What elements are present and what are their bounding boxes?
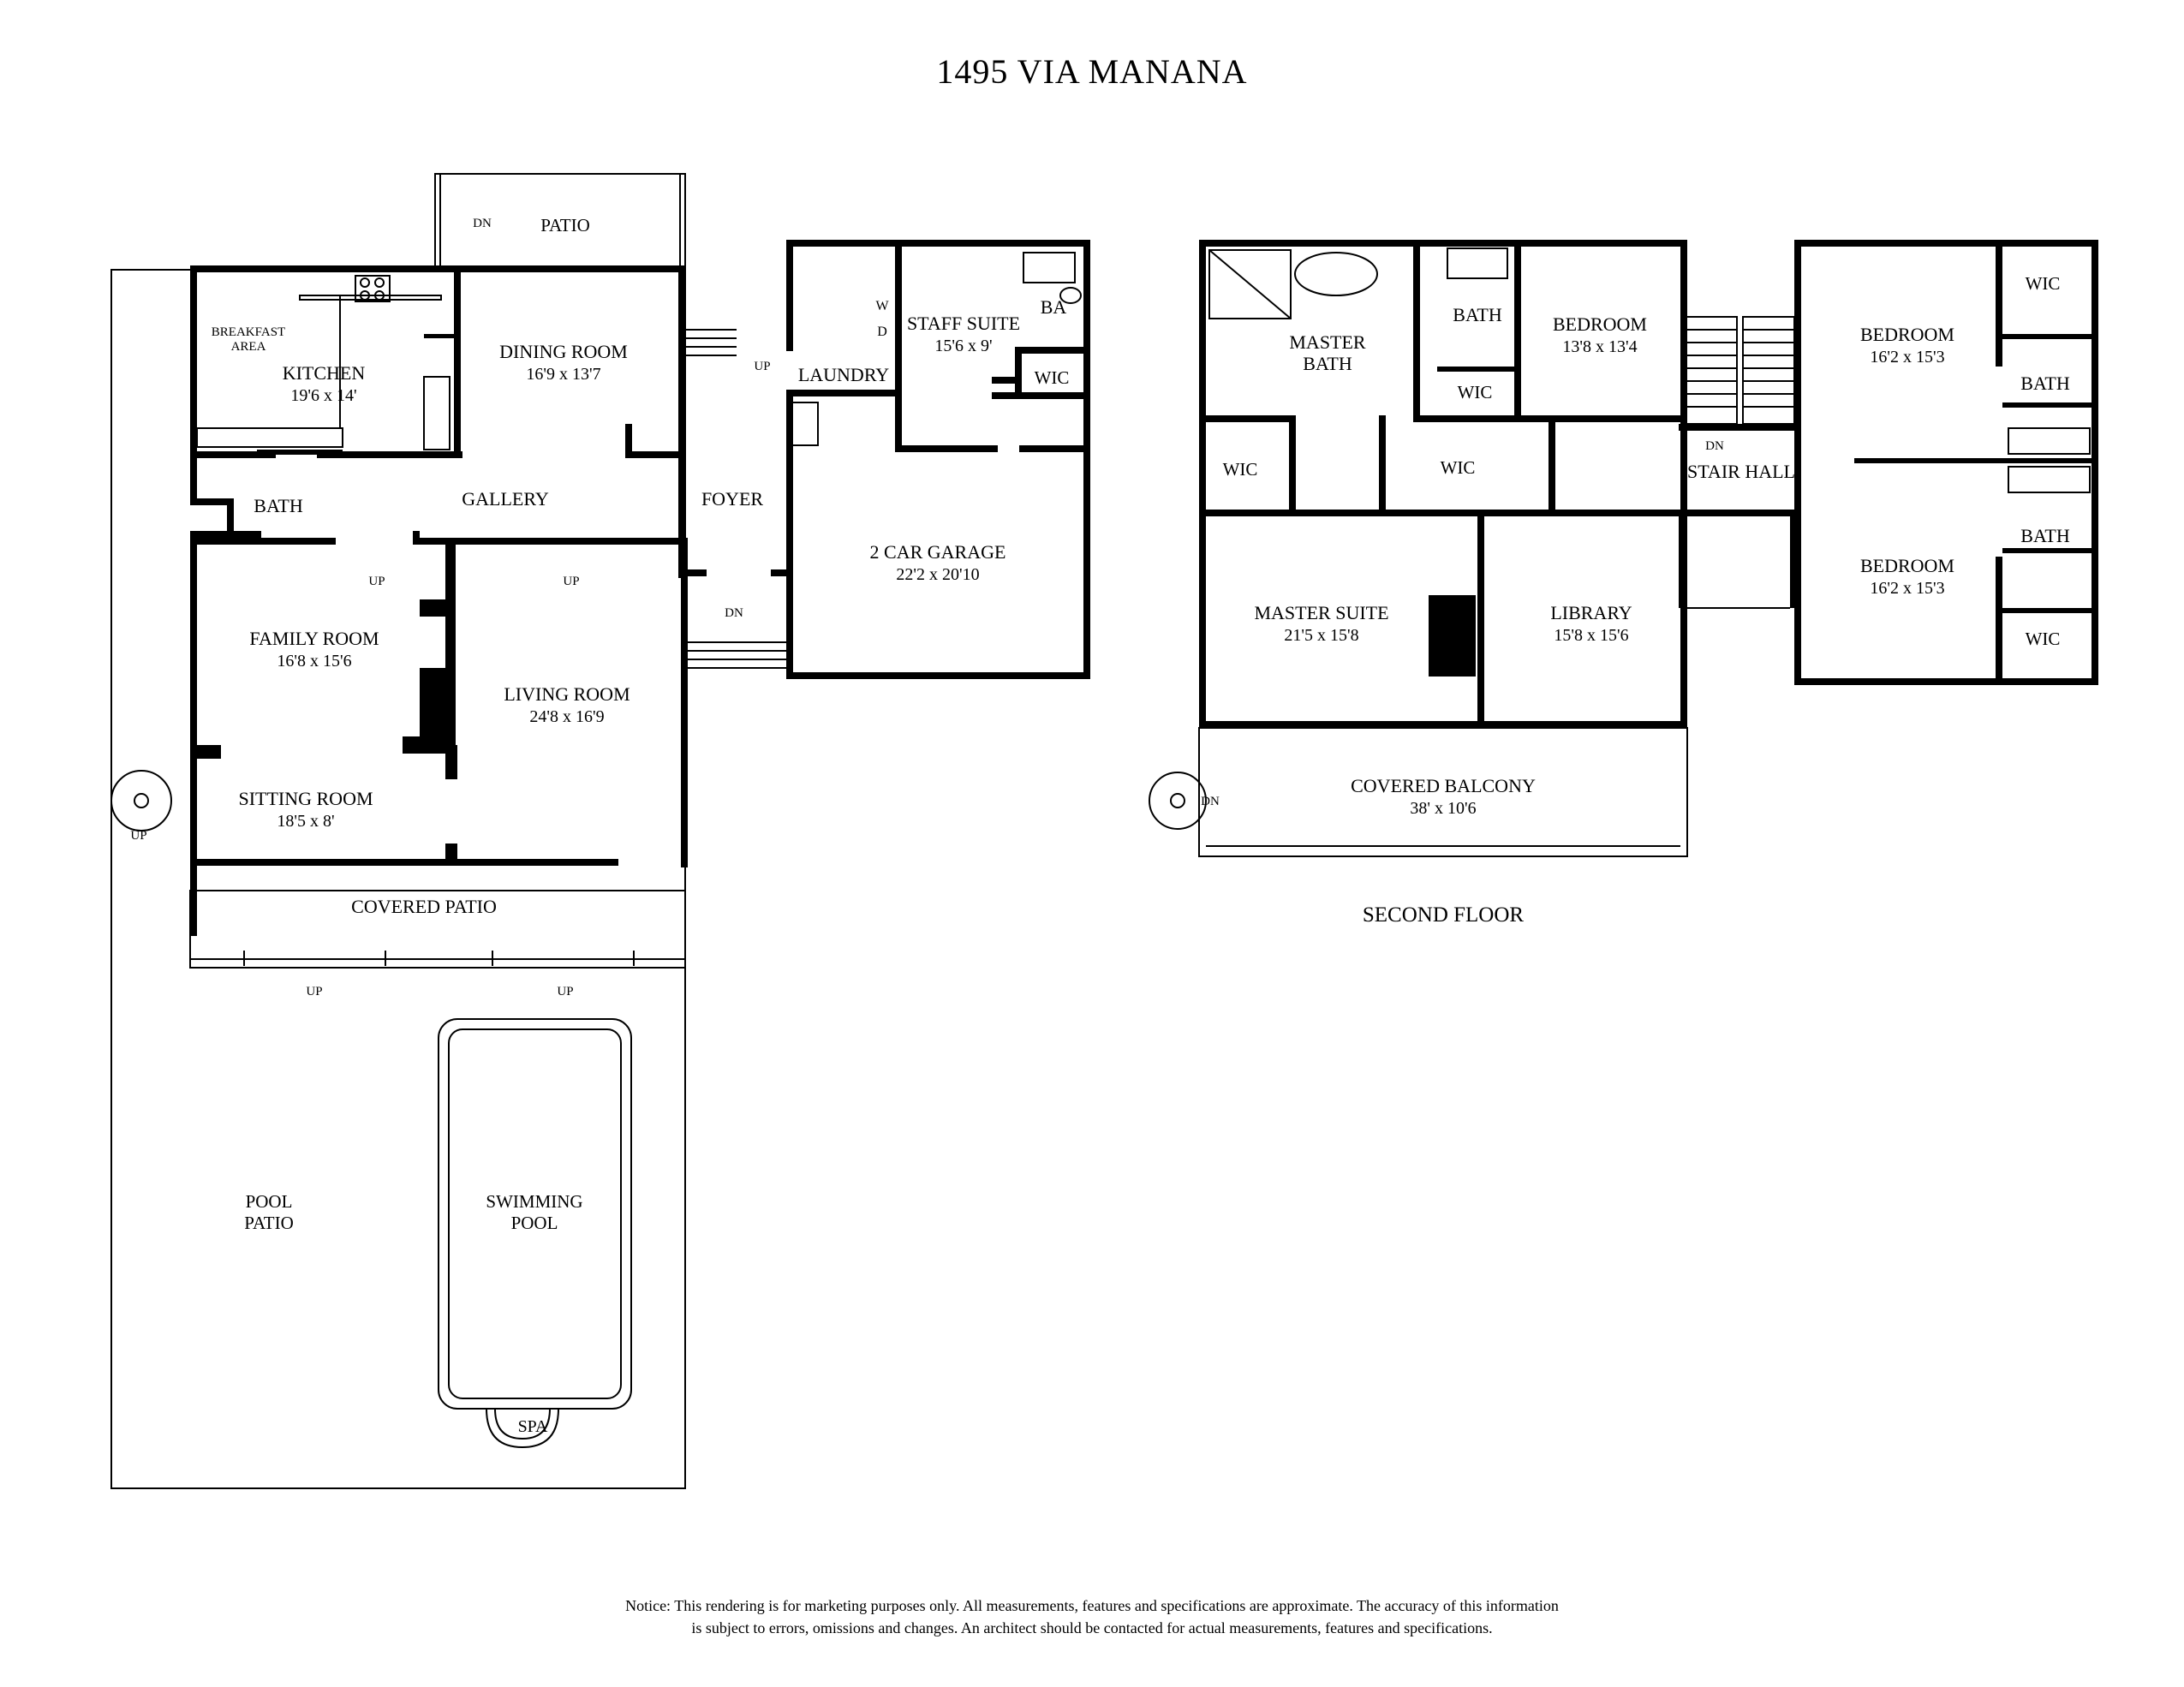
label-second-floor: SECOND FLOOR [1363,903,1525,927]
label-garage: 2 CAR GARAGE [870,541,1006,563]
label-bath-sf: BATH [1453,304,1502,325]
label-up-spiral: UP [130,829,146,843]
label-living-room: LIVING ROOM [504,683,630,705]
label-sitting-dims: 18'5 x 8' [277,812,334,831]
label-master-suite: MASTER SUITE [1254,602,1388,623]
label-stair-hall: STAIR HALL [1687,461,1795,482]
label-wic-sf-1: WIC [1458,382,1493,402]
plan-title: 1495 VIA MANANA [936,52,1248,91]
stair-hall-stairs [1685,316,1795,609]
label-master-suite-dims: 21'5 x 15'8 [1284,626,1358,645]
label-gallery: GALLERY [462,488,549,510]
disclaimer-line-1: Notice: This rendering is for marketing … [625,1597,1559,1614]
label-living-dims: 24'8 x 16'9 [529,707,604,726]
label-covered-balcony-dims: 38' x 10'6 [1410,799,1476,818]
covered-balcony-outline [1198,727,1688,857]
label-bedroom-1-dims: 13'8 x 13'4 [1562,337,1637,356]
label-garage-dims: 22'2 x 20'10 [896,565,979,584]
spiral-stair-2 [1149,772,1207,830]
top-patio-outline [434,173,686,270]
label-bath-sf-2: BATH [2020,373,2070,394]
label-washer: W [875,299,889,313]
disclaimer-notice: Notice: This rendering is for marketing … [0,1595,2184,1639]
label-up-patio-1: UP [306,985,322,998]
label-bedroom-3-dims: 16'2 x 15'3 [1870,579,1944,598]
label-dn-foyer: DN [725,606,743,620]
covered-patio-outline [189,890,686,969]
second-floor-walls [1199,240,2098,728]
spa-outline [486,1408,559,1449]
label-bath-first: BATH [254,495,303,516]
label-bath-sf-3: BATH [2020,525,2070,546]
label-dining-dims: 16'9 x 13'7 [526,365,600,384]
label-up-living: UP [563,575,579,588]
label-covered-patio: COVERED PATIO [351,896,497,917]
label-bedroom-2: BEDROOM [1860,324,1954,345]
label-library-dims: 15'8 x 15'6 [1554,626,1628,645]
label-wic-sf-4: WIC [2026,273,2061,294]
label-kitchen: KITCHEN [283,362,366,384]
label-pool-patio-2: PATIO [244,1213,294,1233]
label-dryer: D [877,325,887,339]
label-patio-top: PATIO [540,215,590,235]
label-dn-stair: DN [1705,439,1724,453]
spiral-stair [110,770,172,832]
label-covered-balcony: COVERED BALCONY [1351,775,1536,796]
label-sitting-room: SITTING ROOM [238,788,373,809]
label-pool-2: POOL [511,1213,558,1233]
label-family-room: FAMILY ROOM [249,628,379,649]
label-dn-balcony: DN [1201,795,1220,808]
label-wic-sf-3: WIC [1441,457,1476,478]
label-wic-sf-5: WIC [2026,629,2061,649]
label-staff-suite: STAFF SUITE [907,313,1020,334]
label-up-patio-2: UP [557,985,573,998]
label-pool-patio-1: POOL [246,1191,293,1212]
label-dining-room: DINING ROOM [499,341,628,362]
label-foyer: FOYER [701,488,763,510]
second-floor [1149,240,2098,857]
label-staff-wic: WIC [1035,367,1070,388]
label-bedroom-2-dims: 16'2 x 15'3 [1870,348,1944,367]
label-wic-sf-2: WIC [1223,459,1258,480]
label-breakfast-2: AREA [231,340,266,354]
label-laundry: LAUNDRY [798,364,889,385]
label-bedroom-3: BEDROOM [1860,555,1954,576]
label-spa: SPA [518,1417,548,1436]
label-master-bath-1: MASTER [1289,331,1366,353]
label-family-dims: 16'8 x 15'6 [277,652,351,671]
label-master-bath-2: BATH [1303,353,1352,374]
disclaimer-line-2: is subject to errors, omissions and chan… [691,1619,1493,1636]
label-up-laundry: UP [754,360,770,373]
label-library: LIBRARY [1550,602,1632,623]
first-floor-walls [190,240,1090,936]
entry-stairs [685,329,786,669]
label-staff-dims: 15'6 x 9' [934,337,992,355]
label-dn-patio: DN [473,217,492,230]
label-staff-ba: BA [1041,296,1067,318]
first-floor [110,173,1090,1489]
labels: PATIO DN BREAKFAST AREA KITCHEN 19'6 x 1… [130,215,2069,1436]
label-up-family: UP [368,575,385,588]
label-kitchen-dims: 19'6 x 14' [290,386,356,405]
label-pool-1: SWIMMING [486,1191,582,1212]
swimming-pool-outline [438,1018,632,1410]
label-breakfast-1: BREAKFAST [212,325,285,339]
label-bedroom-1: BEDROOM [1553,313,1647,335]
